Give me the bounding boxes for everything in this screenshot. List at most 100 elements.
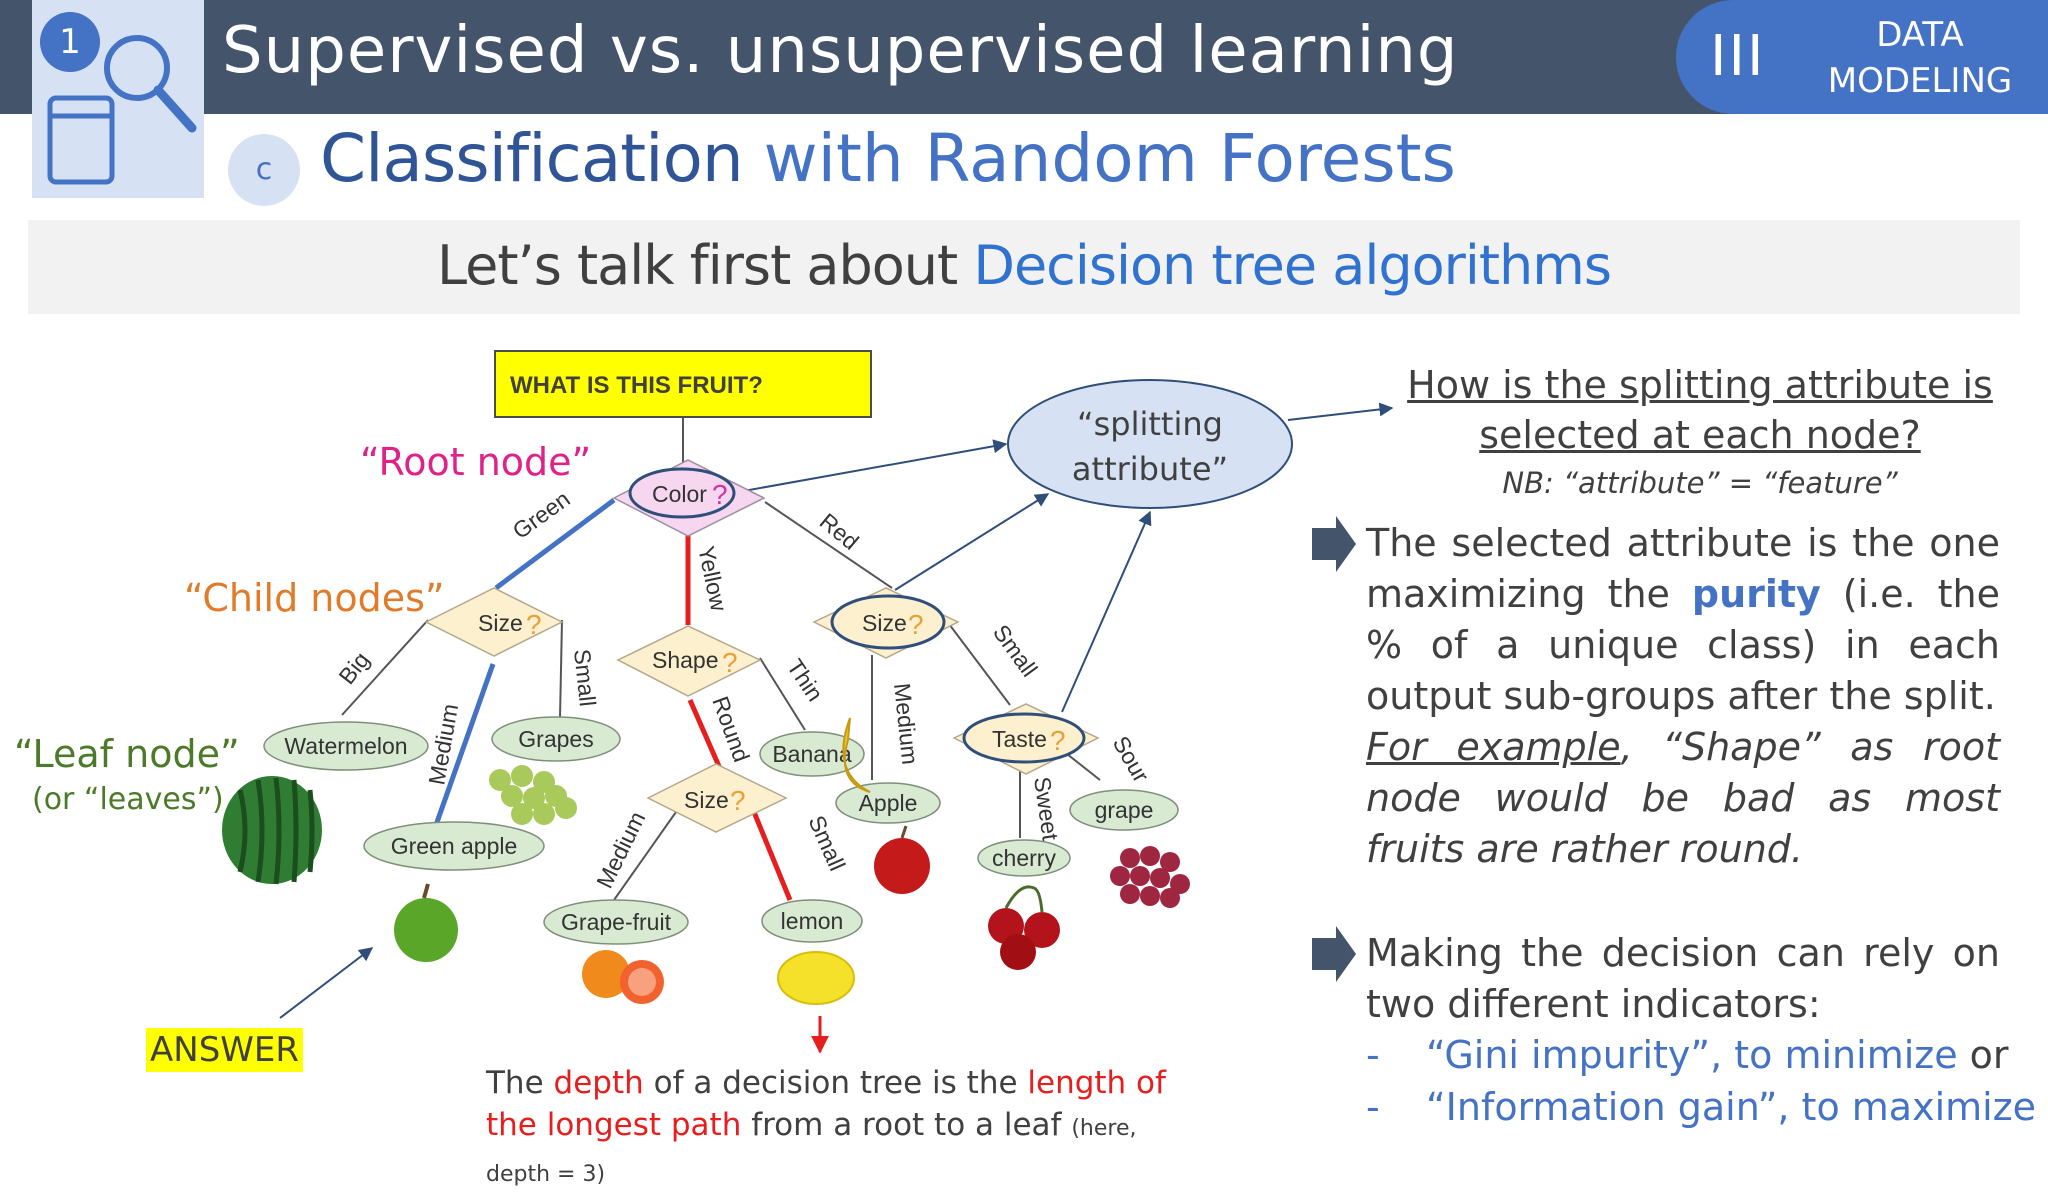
- question-box: [494, 350, 872, 418]
- tree-edges: [341, 418, 1101, 901]
- banner-highlight: Decision tree algorithms: [973, 234, 1612, 297]
- bullet-dash-1: -: [1366, 1033, 1380, 1077]
- svg-text:Small: Small: [988, 620, 1043, 682]
- question-line-2: selected at each node?: [1479, 413, 1921, 457]
- svg-text:Sweet: Sweet: [1029, 775, 1064, 843]
- splitting-attribute-ellipse: [1007, 379, 1293, 509]
- question-box-text: WHAT IS THIS FRUIT?: [510, 372, 763, 399]
- chapter-number: 1: [40, 12, 100, 72]
- svg-text:Small: Small: [569, 648, 601, 708]
- svg-text:grape: grape: [1095, 797, 1154, 823]
- para1-purity: purity: [1691, 572, 1821, 616]
- node-size-round: Size ?: [646, 763, 788, 833]
- caption-p1: The: [486, 1065, 554, 1101]
- para1-b: (i.e. the % of a unique class) in each o…: [1366, 572, 2000, 718]
- leaf-green-apple: Green apple: [363, 821, 545, 871]
- para1-a: The selected attribute is the one maximi…: [1366, 521, 2000, 616]
- svg-text:Shape: Shape: [652, 647, 719, 673]
- edge-medium1: [433, 663, 496, 826]
- svg-text:Big: Big: [333, 647, 374, 689]
- answer-label: ANSWER: [146, 1028, 303, 1072]
- node-shape: Shape ?: [616, 625, 762, 697]
- edge-small3: [751, 811, 793, 901]
- subtitle-strong: Classification: [320, 120, 744, 197]
- example-text: , “Shape” as root node would be bad as m…: [1366, 725, 2000, 871]
- leaf-node-label: “Leaf node”: [14, 732, 240, 776]
- svg-text:Size: Size: [862, 610, 907, 636]
- purity-paragraph: The selected attribute is the one maximi…: [1366, 518, 2000, 875]
- leaf-grapes: Grapes: [491, 716, 621, 762]
- banner-prefix: Let’s talk first about: [437, 234, 974, 297]
- root-node-label: “Root node”: [360, 440, 592, 484]
- section-label: DATA MODELING: [1827, 15, 2013, 101]
- section-roman: III: [1710, 24, 1766, 89]
- leaf-node-sublabel: (or “leaves”): [32, 782, 224, 817]
- bullet-dash-2: -: [1366, 1085, 1380, 1129]
- leaf-lemon: lemon: [761, 899, 863, 943]
- svg-text:Small: Small: [803, 811, 850, 874]
- node-taste: Taste ?: [952, 703, 1100, 775]
- fruit-illustrations: [222, 355, 1190, 1005]
- subtitle-rest: with Random Forests: [742, 120, 1456, 197]
- grapefruit-icon: [582, 950, 664, 1004]
- banner: [28, 220, 2020, 314]
- svg-text:?: ?: [730, 785, 746, 816]
- page-title: Supervised vs. unsupervised learning: [222, 14, 1459, 88]
- attribute-arrows: [279, 402, 1394, 1019]
- node-size-red: Size ?: [812, 587, 960, 659]
- edge-red: [764, 501, 893, 589]
- leaf-grape: grape: [1069, 789, 1179, 831]
- edge-medium3: [613, 811, 677, 901]
- child-nodes-label: “Child nodes”: [184, 576, 445, 620]
- svg-text:Banana: Banana: [772, 741, 852, 767]
- edge-big: [341, 619, 429, 716]
- svg-text:Medium: Medium: [889, 682, 923, 766]
- decision-nodes: Color ? Size ? Shape ? Size ? Size ? Tas…: [424, 459, 1100, 833]
- decision-tree-diagram: “splitting attribute” Color ? Size ? Sha…: [222, 355, 1394, 1054]
- svg-text:?: ?: [908, 609, 924, 640]
- svg-text:Apple: Apple: [859, 790, 918, 816]
- edge-small1: [559, 619, 563, 719]
- watermelon-icon: [222, 776, 322, 885]
- grapes-icon: [489, 765, 577, 825]
- nb-note: NB: “attribute” = “feature”: [1502, 466, 1898, 500]
- magnifier-book-icon: [47, 35, 197, 185]
- splitting-attribute-l1: “splitting: [1077, 405, 1223, 443]
- bullet2-blue: “Information gain”, to maximize: [1426, 1085, 2037, 1129]
- red-apple-icon: [874, 825, 930, 894]
- svg-text:Sour: Sour: [1108, 732, 1155, 787]
- red-grapes-icon: [1110, 846, 1190, 908]
- leaf-nodes: Watermelon Grapes Green apple Banana App…: [263, 716, 1179, 945]
- svg-text:Yellow: Yellow: [693, 544, 732, 614]
- leaf-cherry: cherry: [977, 839, 1071, 877]
- svg-text:Grapes: Grapes: [518, 726, 593, 752]
- section-tab: [1676, 0, 2048, 114]
- example-label: For example: [1366, 725, 1621, 769]
- svg-text:Thin: Thin: [782, 654, 829, 706]
- cherry-icon: [988, 885, 1060, 970]
- subsection-letter: c: [228, 134, 300, 206]
- edge-thin: [759, 657, 806, 731]
- svg-text:Medium: Medium: [591, 807, 650, 892]
- banner-text: Let’s talk first about Decision tree alg…: [28, 234, 2020, 297]
- depth-caption: The depth of a decision tree is the leng…: [486, 1062, 1206, 1196]
- bullet-gini: -“Gini impurity”, to minimize or: [1366, 1030, 2036, 1081]
- svg-text:Medium: Medium: [423, 702, 463, 787]
- splitting-attribute-l2: attribute”: [1072, 450, 1228, 488]
- svg-text:?: ?: [712, 479, 728, 510]
- subsection-title: Classification with Random Forests: [320, 120, 1456, 197]
- svg-text:Size: Size: [684, 787, 729, 813]
- svg-text:Watermelon: Watermelon: [284, 733, 407, 759]
- leaf-grapefruit: Grape-fruit: [543, 899, 689, 945]
- leaf-banana: Banana: [759, 731, 865, 777]
- svg-text:Color: Color: [652, 481, 707, 507]
- leaf-watermelon: Watermelon: [263, 721, 429, 771]
- green-apple-answer-icon: [394, 883, 458, 962]
- svg-text:Grape-fruit: Grape-fruit: [561, 909, 672, 935]
- bullet1-rest: or: [1957, 1033, 2009, 1077]
- svg-text:Size: Size: [478, 610, 523, 636]
- svg-text:?: ?: [722, 647, 738, 678]
- edge-green: [494, 497, 616, 591]
- svg-text:Red: Red: [815, 508, 864, 555]
- svg-text:?: ?: [526, 609, 542, 640]
